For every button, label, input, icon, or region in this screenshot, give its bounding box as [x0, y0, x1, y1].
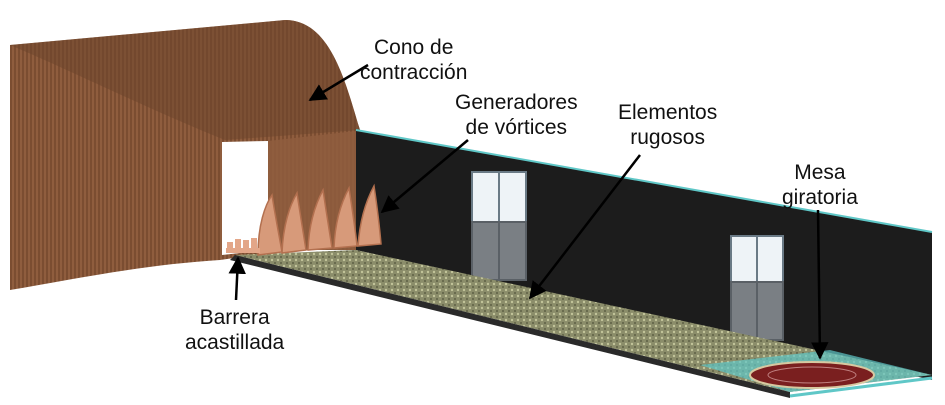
label-cono: Cono de contracción [360, 35, 467, 85]
label-mesa-line1: Mesa [794, 161, 846, 184]
arrow-cono [308, 63, 369, 102]
label-mesa-line2: giratoria [782, 186, 858, 209]
arrow-elementos [528, 154, 641, 300]
label-generadores-line2: de vórtices [465, 116, 568, 139]
arrow-barrera [228, 256, 246, 301]
label-barrera-line1: Barrera [199, 306, 270, 329]
label-mesa: Mesa giratoria [782, 160, 858, 210]
arrow-generadores [380, 139, 469, 214]
roughness-floor [235, 250, 932, 392]
window-right [730, 235, 784, 341]
label-generadores-line1: Generadores [455, 91, 578, 114]
spire-2 [281, 190, 307, 254]
arrow-mesa [811, 209, 829, 360]
spire-4 [333, 185, 358, 249]
label-cono-line1: Cono de [373, 36, 454, 59]
label-elementos-line1: Elementos [618, 101, 718, 124]
spire-3 [307, 187, 333, 251]
label-generadores: Generadores de vórtices [455, 90, 578, 140]
turntable [749, 361, 875, 389]
vortex-generators [257, 183, 382, 256]
label-elementos: Elementos rugosos [618, 100, 717, 150]
contraction-cone-top [10, 20, 360, 140]
window-left [471, 171, 527, 281]
label-barrera: Barrera acastillada [185, 305, 284, 355]
label-barrera-line2: acastillada [185, 331, 285, 354]
floor-front-edge [230, 255, 790, 398]
spire-5 [357, 183, 382, 247]
castellated-barrier [226, 238, 260, 253]
cone-opening [222, 141, 268, 255]
spire-1 [257, 193, 283, 256]
label-elementos-line2: rugosos [630, 126, 705, 149]
label-cono-line2: contracción [360, 61, 468, 84]
